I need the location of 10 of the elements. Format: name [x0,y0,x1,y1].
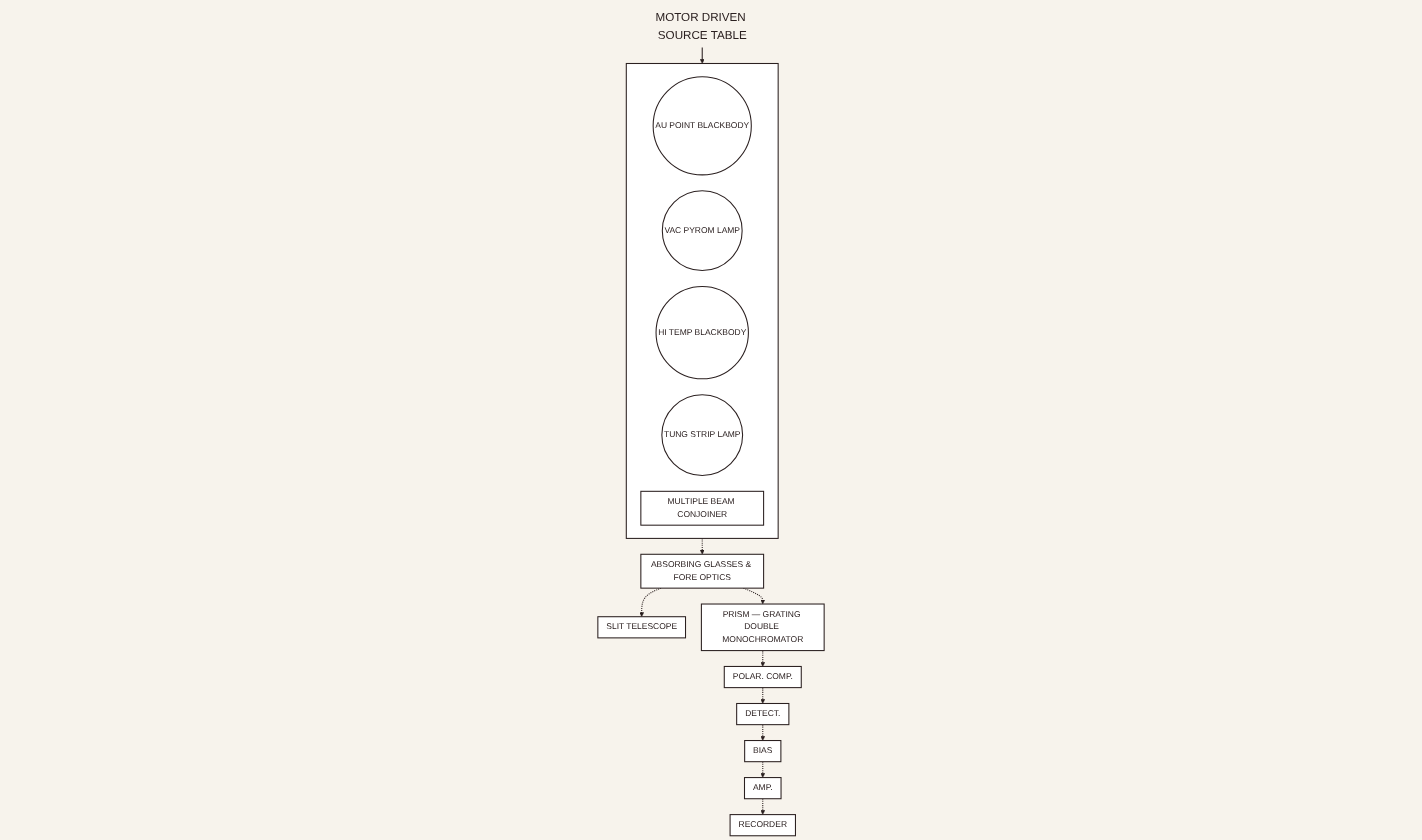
cluster [625,62,779,539]
arrow [699,47,705,64]
arrow [760,724,766,741]
arrow [760,761,766,778]
arrow [742,587,766,605]
arrow [760,798,766,815]
arrow [639,587,662,617]
arrow [760,650,766,667]
arrow [699,537,705,555]
arrow [760,687,766,704]
